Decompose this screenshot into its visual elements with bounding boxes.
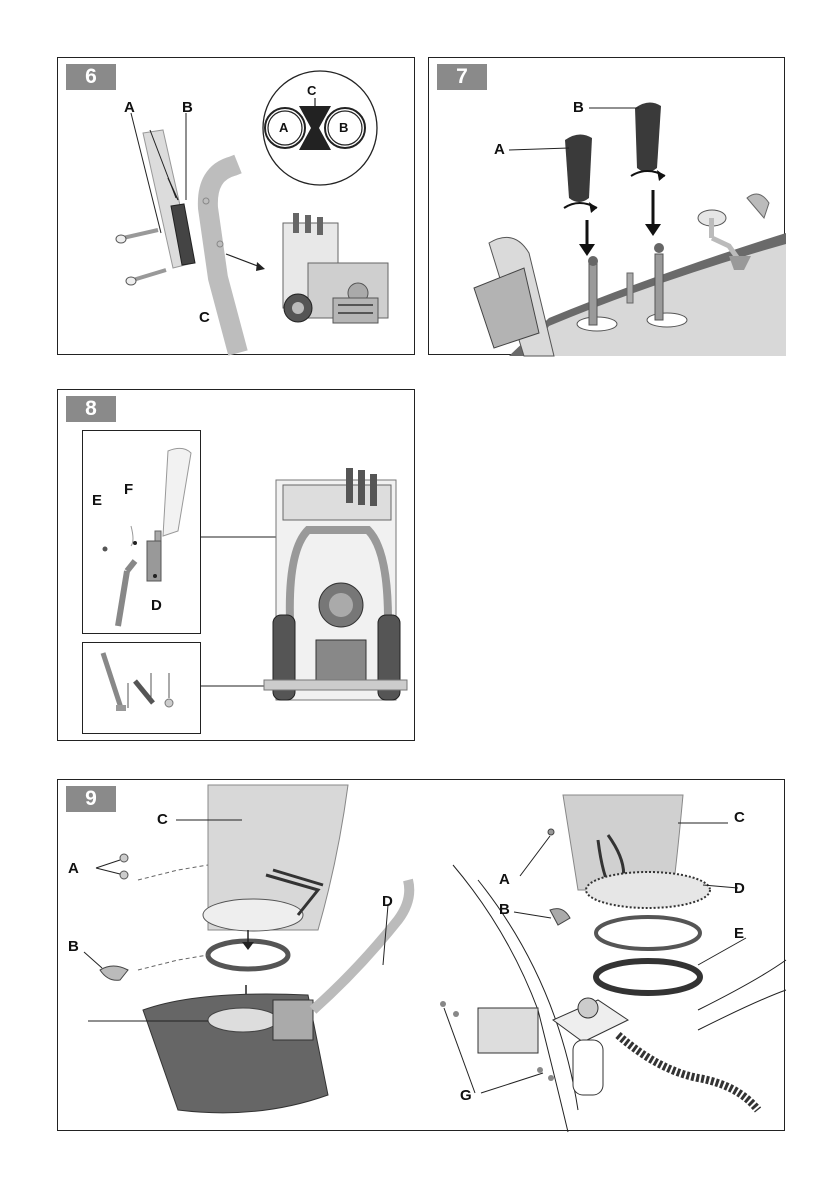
fig9-left-label-d: D bbox=[382, 894, 393, 909]
fig6-label-c: C bbox=[199, 310, 210, 325]
fig6-circle-label-a: A bbox=[279, 121, 288, 134]
fig6-label-a: A bbox=[124, 100, 135, 115]
fig9-right-label-e: E bbox=[734, 926, 744, 941]
fig6-label-b: B bbox=[182, 100, 193, 115]
figure-7-illustration bbox=[429, 58, 786, 356]
fig9-right-label-a: A bbox=[499, 872, 510, 887]
figure-7-panel: 7 A B bbox=[428, 57, 785, 355]
figure-9-panel: 9 bbox=[57, 779, 785, 1131]
figure-6-panel: 6 bbox=[57, 57, 415, 355]
figure-6-illustration bbox=[58, 58, 416, 356]
figure-8-illustration bbox=[58, 390, 416, 742]
fig7-label-a: A bbox=[494, 142, 505, 157]
fig9-left-label-a: A bbox=[68, 861, 79, 876]
figure-9-illustration bbox=[58, 780, 786, 1132]
fig9-right-label-d: D bbox=[734, 881, 745, 896]
fig6-circle-label-b: B bbox=[339, 121, 348, 134]
fig9-right-label-c: C bbox=[734, 810, 745, 825]
fig9-left-label-b: B bbox=[68, 939, 79, 954]
fig9-left-label-c: C bbox=[157, 812, 168, 827]
fig7-label-b: B bbox=[573, 100, 584, 115]
fig9-right-label-g: G bbox=[460, 1088, 472, 1103]
fig9-right-label-b: B bbox=[499, 902, 510, 917]
fig6-circle-label-c: C bbox=[307, 84, 316, 97]
figure-8-panel: 8 E F D bbox=[57, 389, 415, 741]
